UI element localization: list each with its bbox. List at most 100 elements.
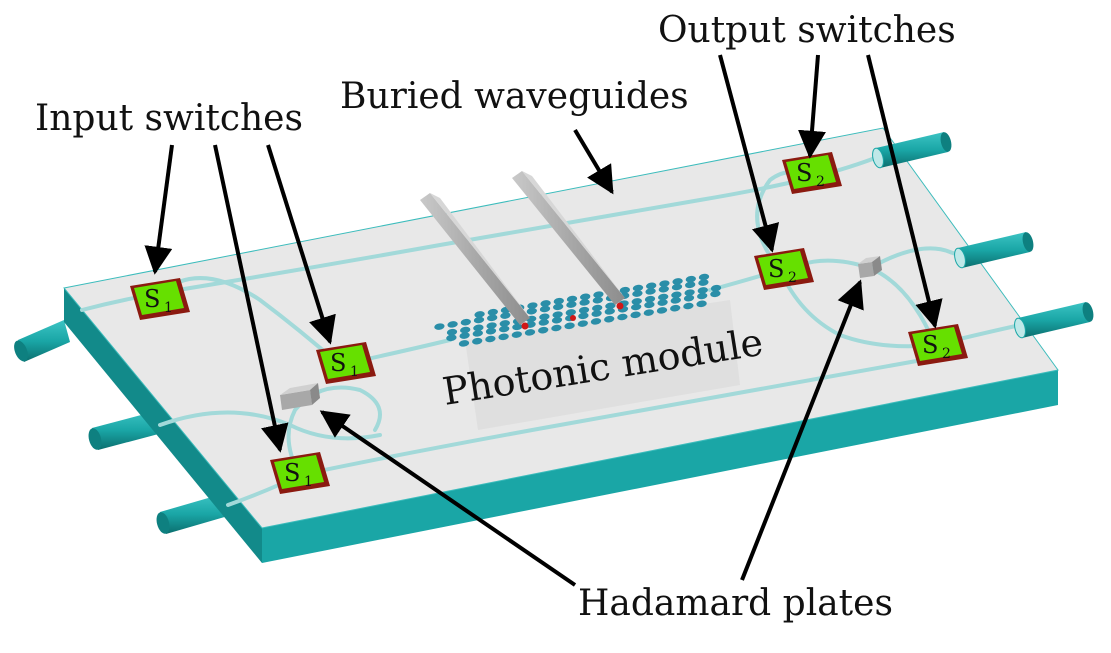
crystal-hole: [551, 316, 563, 324]
crystal-hole: [630, 311, 641, 319]
crystal-hole: [698, 273, 710, 281]
switch-s2-b: S 2: [754, 248, 814, 290]
crystal-hole: [472, 337, 483, 345]
crystal-hole: [644, 301, 655, 309]
switch-subscript: 2: [816, 174, 825, 190]
switch-label: S: [144, 285, 160, 313]
crystal-hole: [685, 281, 696, 289]
switch-subscript: 1: [350, 364, 359, 380]
crystal-hole: [512, 323, 523, 331]
crystal-hole: [540, 300, 551, 307]
hadamard-plate-right: [858, 256, 882, 278]
crystal-hole: [551, 324, 562, 332]
crystal-hole: [632, 284, 644, 292]
switch-label: S: [768, 255, 784, 283]
crystal-hole: [658, 293, 669, 301]
switch-label: S: [284, 459, 300, 487]
crystal-hole: [698, 279, 709, 286]
crystal-hole: [460, 318, 471, 326]
crystal-hole: [485, 335, 496, 343]
crystal-hole: [500, 312, 511, 319]
crystal-hole: [539, 313, 550, 321]
switch-s1-c: S 1: [270, 452, 330, 494]
crystal-hole: [499, 325, 510, 333]
crystal-hole: [487, 308, 498, 316]
crystal-hole: [472, 330, 483, 337]
crystal-hole: [460, 326, 471, 334]
crystal-hole: [566, 295, 578, 303]
annotation-arrows: [144, 54, 943, 587]
crystal-hole: [578, 312, 589, 320]
arrow-input-2: [213, 144, 289, 453]
crystal-hole: [487, 314, 498, 322]
fiber-left-3: [156, 494, 228, 534]
switch-subscript: 1: [304, 474, 313, 490]
crystal-hole: [646, 282, 657, 290]
switch-s2-a: S 2: [782, 152, 842, 194]
crystal-hole: [672, 278, 683, 285]
crystal-hole: [710, 284, 722, 292]
arrow-output-2: [798, 54, 826, 159]
fiber-right-3: [1014, 302, 1094, 339]
switch-subscript: 2: [788, 270, 797, 286]
crystal-hole: [499, 320, 510, 327]
crystal-hole: [590, 318, 602, 325]
buried-waveguide-bars: [420, 171, 625, 330]
crystal-hole: [486, 322, 497, 329]
crystal-hole: [459, 332, 470, 339]
crystal-hole: [539, 305, 551, 313]
crystal-hole: [645, 288, 656, 295]
crystal-hole: [683, 302, 694, 310]
crystal-hole: [485, 327, 497, 335]
crystal-hole: [592, 296, 603, 304]
crystal-hole: [578, 306, 590, 314]
crystal-hole: [671, 283, 683, 291]
crystal-hole: [564, 322, 575, 330]
switch-subscript: 1: [164, 300, 173, 316]
crystal-hole: [434, 323, 445, 330]
crystal-hole: [659, 280, 670, 287]
crystal-hole: [605, 302, 616, 310]
fiber-left-1: [14, 320, 70, 362]
crystal-hole: [473, 316, 485, 324]
crystal-hole: [631, 298, 642, 305]
crystal-hole: [458, 340, 470, 347]
arrow-buried: [573, 128, 614, 195]
crystal-hole: [631, 303, 642, 311]
switch-subscript: 2: [942, 346, 951, 362]
arrow-input-3: [266, 144, 336, 345]
crystal-hole: [553, 297, 564, 305]
output-switches-label: Output switches: [658, 10, 956, 51]
switch-label: S: [330, 349, 346, 377]
crystal-hole: [658, 285, 669, 293]
input-switches-label: Input switches: [35, 98, 303, 139]
buried-waveguides-label: Buried waveguides: [340, 76, 689, 117]
switch-s2-c: S 2: [908, 324, 968, 366]
crystal-hole: [591, 310, 602, 317]
switch-s1-a: S 1: [130, 278, 190, 320]
buried-dot-center: [570, 315, 576, 321]
crystal-hole: [685, 275, 696, 283]
crystal-hole: [671, 291, 682, 299]
crystal-hole: [527, 302, 538, 309]
switch-group: S 1 S 1 S 1 S 2 S 2: [130, 152, 968, 494]
slab-front-face: [262, 370, 1058, 563]
buried-bar-2: [512, 171, 625, 310]
crystal-hole: [447, 321, 458, 328]
crystal-hole: [670, 304, 681, 312]
switch-s1-b: S 1: [316, 342, 376, 384]
crystal-hole: [644, 295, 656, 303]
crystal-hole: [604, 308, 615, 315]
crystal-hole: [579, 299, 590, 306]
crystal-hole: [643, 309, 654, 316]
crystal-hole: [553, 303, 564, 311]
crystal-hole: [538, 319, 549, 326]
crystal-hole: [683, 294, 695, 302]
crystal-hole: [524, 329, 536, 336]
crystal-hole: [684, 289, 695, 296]
crystal-hole: [697, 287, 708, 294]
crystal-hole: [592, 304, 603, 312]
switch-label: S: [796, 159, 812, 187]
crystal-hole: [657, 299, 668, 306]
